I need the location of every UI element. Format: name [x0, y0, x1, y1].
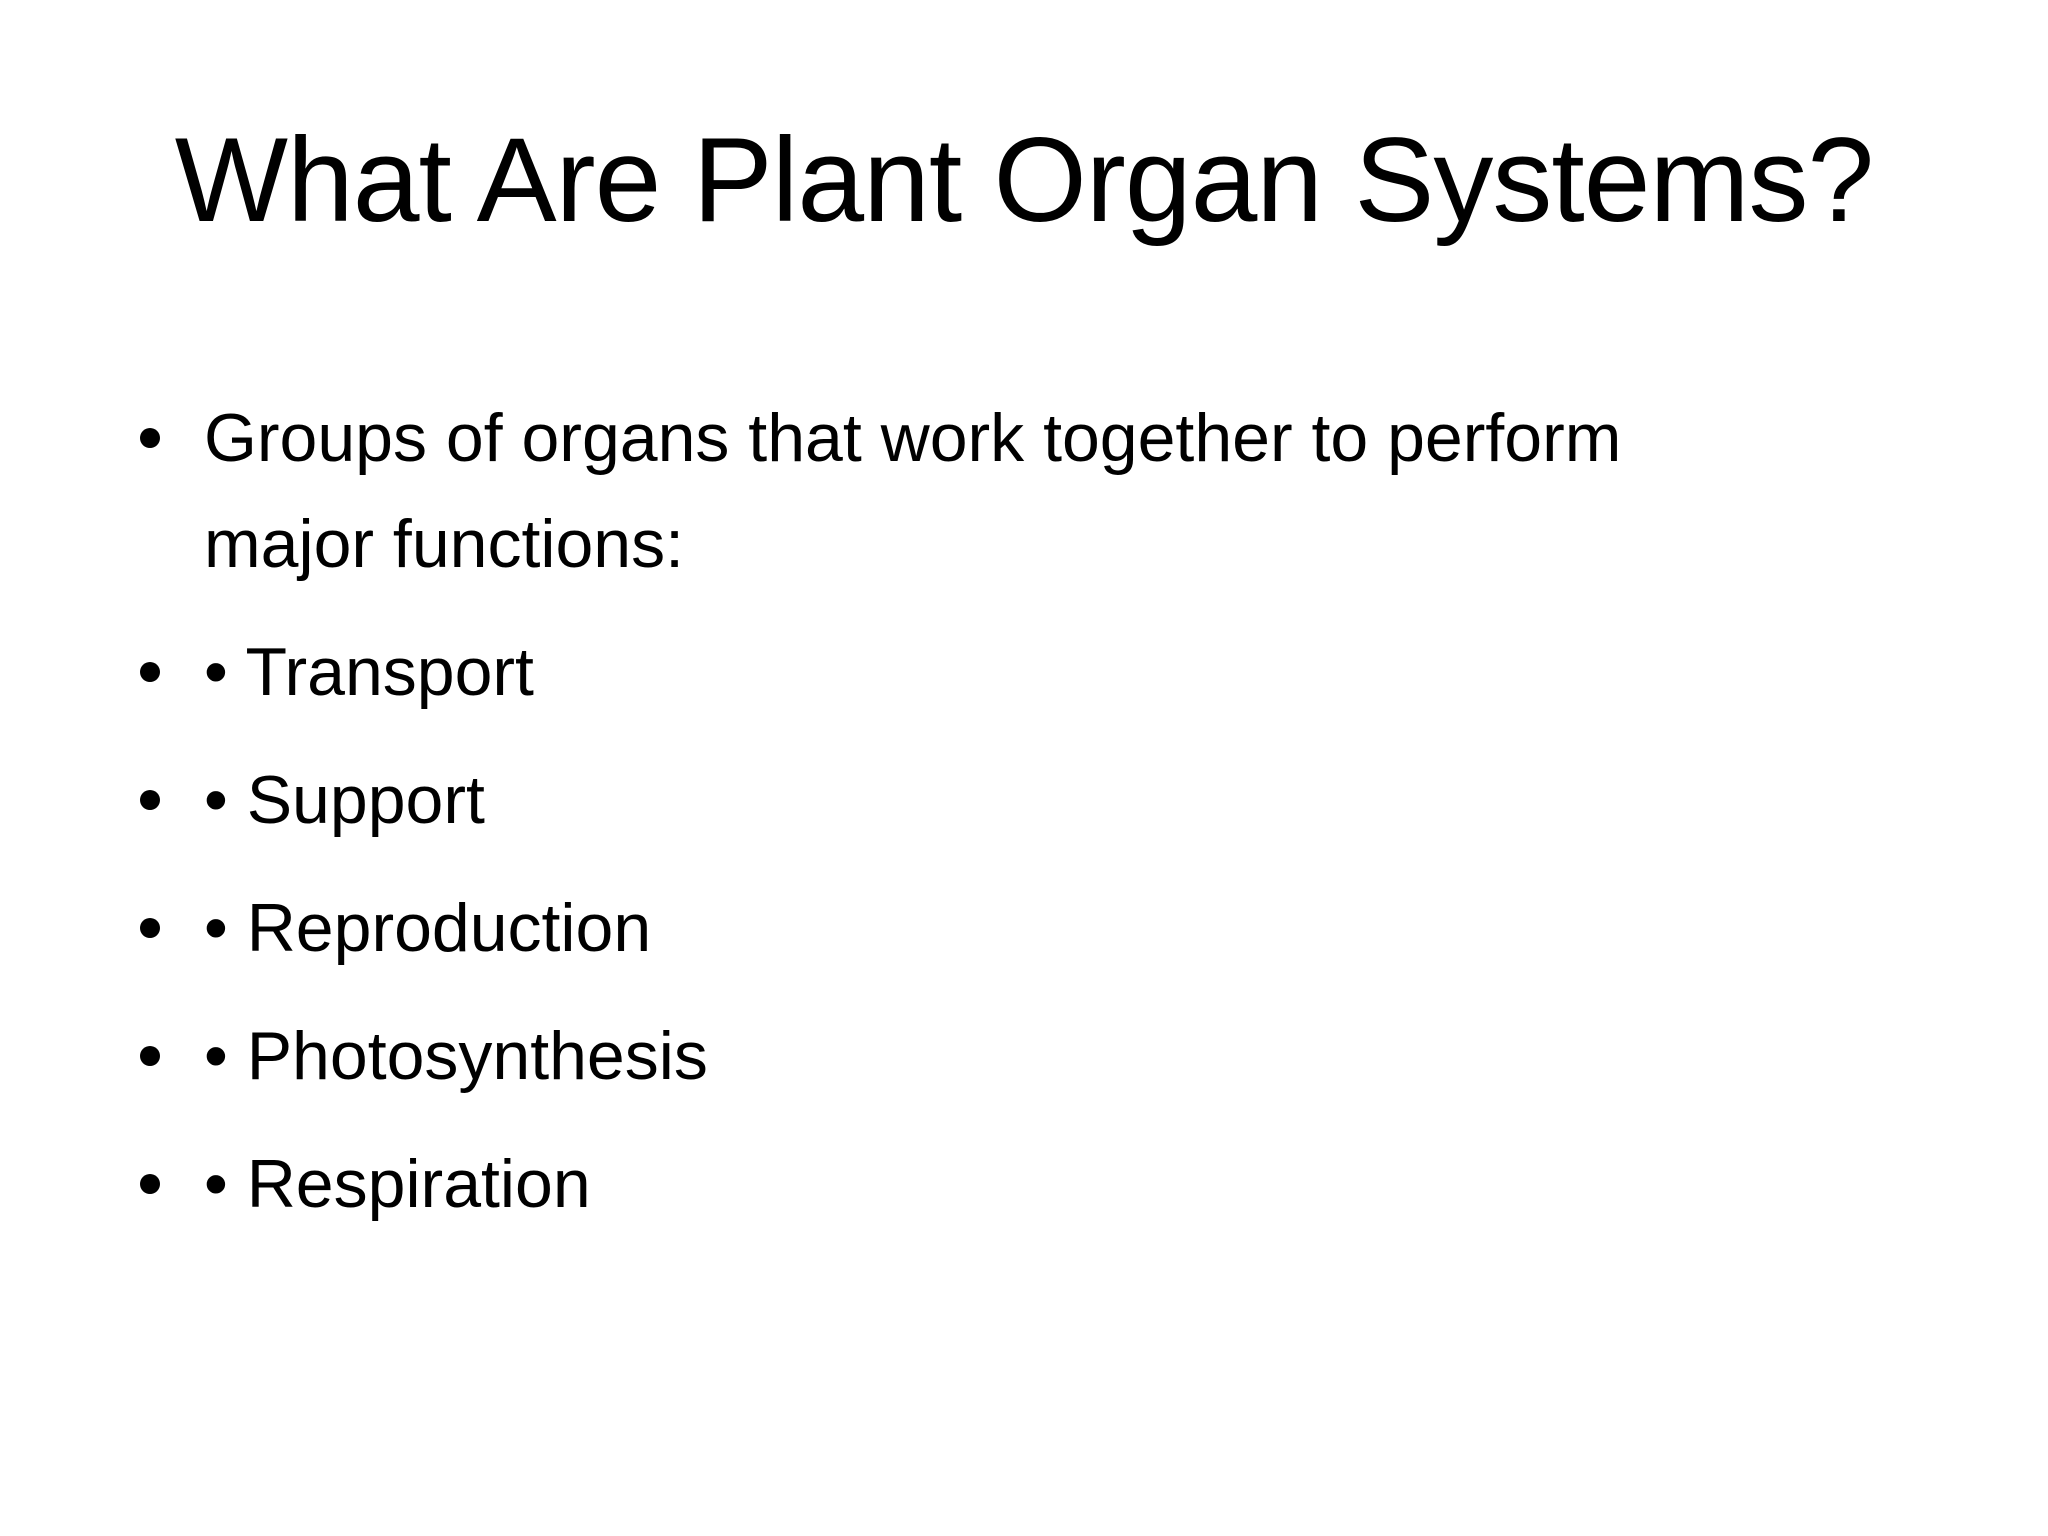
list-item-text: Groups of organs that work together to p… — [204, 400, 1622, 582]
bullet-dot-icon — [140, 790, 160, 810]
list-item: • Respiration — [140, 1131, 1900, 1237]
list-item: • Reproduction — [140, 875, 1900, 981]
list-item-text: • Support — [204, 762, 485, 838]
bullet-list: Groups of organs that work together to p… — [140, 385, 1900, 1259]
bullet-dot-icon — [140, 918, 160, 938]
list-item-text: • Respiration — [204, 1146, 591, 1222]
list-item-text: • Transport — [204, 634, 534, 710]
list-item-text: • Reproduction — [204, 890, 652, 966]
list-item: • Transport — [140, 619, 1900, 725]
bullet-dot-icon — [140, 1174, 160, 1194]
list-item-text: • Photosynthesis — [204, 1018, 708, 1094]
slide-title: What Are Plant Organ Systems? — [174, 113, 1874, 247]
bullet-dot-icon — [140, 1046, 160, 1066]
bullet-dot-icon — [140, 428, 160, 448]
bullet-dot-icon — [140, 662, 160, 682]
list-item: • Support — [140, 747, 1900, 853]
list-item: Groups of organs that work together to p… — [140, 385, 1900, 597]
list-item: • Photosynthesis — [140, 1003, 1900, 1109]
